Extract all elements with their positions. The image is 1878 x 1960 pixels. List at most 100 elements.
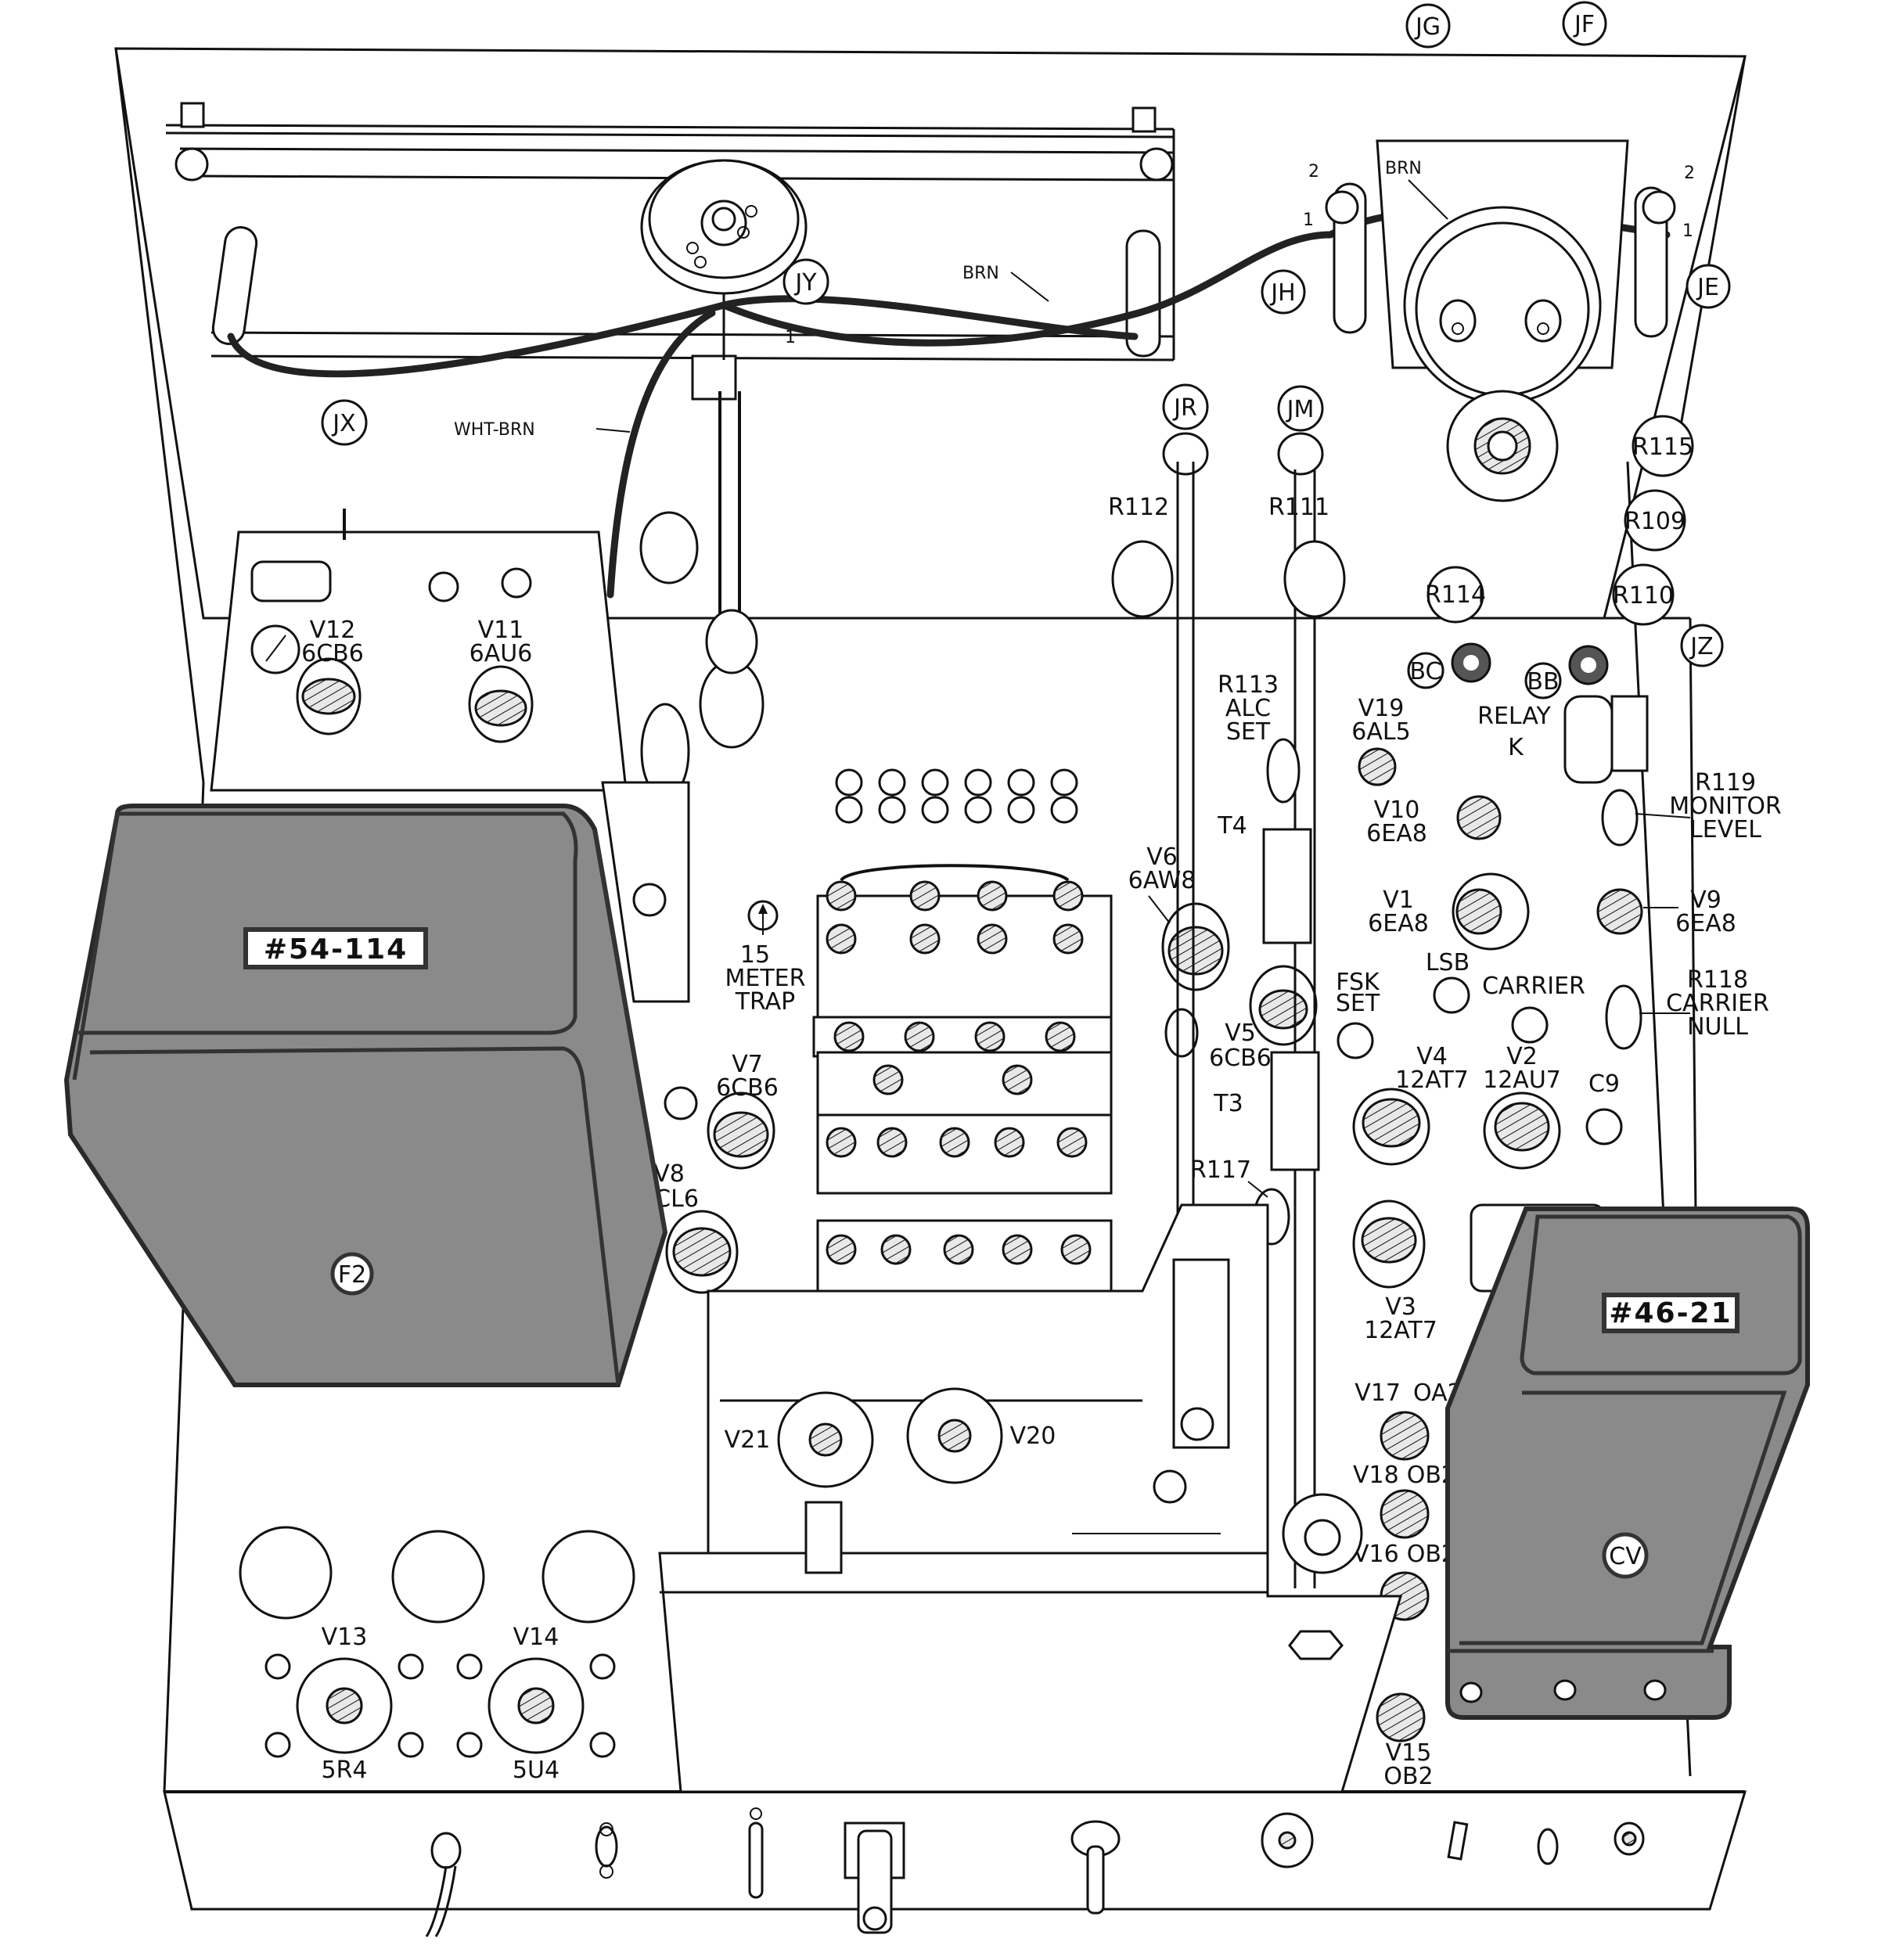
r119-function-1: MONITOR [1669, 793, 1782, 820]
tube-v5-ref: V5 [1225, 1020, 1256, 1047]
meter-terminal-right [1524, 299, 1562, 343]
connector-jx: JX [321, 399, 368, 446]
wire-label-brn-meter: BRN [1385, 159, 1422, 178]
mounting-screws [1459, 1679, 1667, 1703]
tube-v2: V2 12AU7 [1483, 1043, 1561, 1170]
tube-v13-ref: V13 [322, 1624, 368, 1651]
meter-terminal-left [1439, 299, 1477, 343]
wire-label-brn-dial: BRN [962, 264, 999, 283]
tube-v21: V21 [725, 1391, 874, 1574]
rf-output-connector [844, 1822, 905, 1934]
r119-label: R119 [1695, 769, 1756, 797]
r113-label: R113 [1218, 671, 1279, 699]
connector-jg: JG [1405, 3, 1451, 49]
vfo-box [210, 509, 628, 792]
svg-text:JE: JE [1696, 274, 1719, 301]
t4-label: T4 [1217, 812, 1247, 840]
fsk-label-2: SET [1336, 990, 1380, 1017]
trimmer-lsb: LSB [1426, 949, 1470, 1014]
relay-designator: K [1508, 734, 1524, 761]
r117-label: R117 [1190, 1156, 1251, 1184]
svg-text:#54-114: #54-114 [264, 933, 408, 966]
pot-r110-label: R110 [1613, 582, 1674, 610]
modulation-transformer-ref: CV [1602, 1532, 1649, 1579]
tube-v15-type: OB2 [1383, 1763, 1433, 1790]
tube-v1: V1 6EA8 [1368, 872, 1530, 951]
pot-r115: R115 [1632, 415, 1694, 477]
dial-pulley [640, 159, 808, 401]
power-cord [425, 1832, 462, 1937]
bandswitch-gear [1282, 1493, 1363, 1574]
crystals-row-2 [833, 1021, 1076, 1095]
tube-v19-type: 6AL5 [1351, 718, 1410, 746]
tube-v12-ref: V12 [310, 617, 356, 644]
panel-meter [1325, 139, 1676, 405]
wire-label-wht-brn: WHT-BRN [454, 420, 535, 440]
tube-v11: V11 6AU6 [468, 617, 534, 743]
dial-lamp-right [1125, 229, 1161, 358]
tube-v12: V12 6CB6 [296, 617, 364, 735]
terminal-number-1-left: 1 [1303, 210, 1314, 230]
tube-v21-ref: V21 [725, 1426, 771, 1454]
pot-r114: R114 [1425, 566, 1486, 624]
phone-jack [1614, 1822, 1645, 1856]
tube-v11-type: 6AU6 [470, 640, 533, 667]
trimmer-fsk-set: FSK SET [1336, 969, 1380, 1059]
terminal-number-1-right: 1 [1682, 221, 1693, 241]
fsk-label-1: FSK [1336, 969, 1380, 996]
transformer-t4: T4 [1217, 812, 1312, 944]
r113-function-2: SET [1226, 718, 1271, 746]
tube-v5-type: 6CB6 [1209, 1045, 1272, 1072]
lsb-label: LSB [1426, 949, 1470, 976]
tube-v14-type: 5U4 [513, 1757, 559, 1784]
pot-r114-label: R114 [1425, 581, 1486, 609]
tube-v7-ref: V7 [732, 1051, 763, 1078]
pot-r109-label: R109 [1624, 508, 1686, 535]
tuning-gearbox [601, 391, 765, 1003]
accessory-socket [1261, 1812, 1314, 1868]
tube-v11-ref: V11 [478, 617, 524, 644]
tube-v10-type: 6EA8 [1366, 820, 1427, 847]
connector-jy: JY [782, 258, 829, 305]
meter-trap-number: 15 [740, 941, 770, 969]
svg-text:JY: JY [793, 269, 817, 297]
ground-terminal [1070, 1820, 1121, 1915]
r113-function-1: ALC [1225, 695, 1271, 722]
connector-jz: JZ [1680, 624, 1724, 667]
r119-function-2: LEVEL [1689, 816, 1761, 843]
terminal-number-2-right: 2 [1684, 164, 1695, 183]
pot-r109: R109 [1624, 489, 1686, 552]
pot-r112: R112 [1108, 494, 1174, 618]
tube-v3-ref: V3 [1385, 1293, 1416, 1321]
tube-v6-type: 6AW8 [1128, 867, 1196, 894]
carrier-label: CARRIER [1482, 973, 1585, 1000]
control-r118-carrier-null: R118 CARRIER NULL [1605, 966, 1769, 1050]
rear-apron [425, 1807, 1645, 1937]
tube-v13-type: 5R4 [321, 1757, 367, 1784]
terminal-number-2-left: 2 [1308, 162, 1319, 182]
svg-text:JH: JH [1269, 279, 1295, 307]
crystals-row-1 [826, 864, 1084, 955]
svg-text:BB: BB [1527, 668, 1559, 696]
meter-trap-label-1: METER [725, 965, 806, 992]
bushing-bc: BC [1407, 642, 1491, 689]
svg-text:F2: F2 [338, 1261, 366, 1289]
power-transformer: #54-114 F2 [63, 804, 668, 1387]
tube-v9-type: 6EA8 [1675, 910, 1736, 937]
capacitor-holes [239, 1526, 635, 1624]
svg-text:JZ: JZ [1689, 633, 1713, 660]
tube-v9: V9 6EA8 [1596, 886, 1736, 937]
tube-v4: V4 12AT7 [1352, 1043, 1469, 1166]
r118-function-2: NULL [1687, 1013, 1748, 1041]
svg-text:JX: JX [331, 410, 355, 437]
shaft-jr [1162, 432, 1209, 1221]
tube-v10: V10 6EA8 [1366, 795, 1502, 847]
tube-v19: V19 6AL5 [1351, 695, 1411, 786]
shaft-jm [1277, 432, 1324, 1588]
tube-v4-type: 12AT7 [1395, 1066, 1469, 1094]
final-amplifier-compartment [658, 1203, 1403, 1793]
svg-text:JM: JM [1286, 396, 1315, 423]
